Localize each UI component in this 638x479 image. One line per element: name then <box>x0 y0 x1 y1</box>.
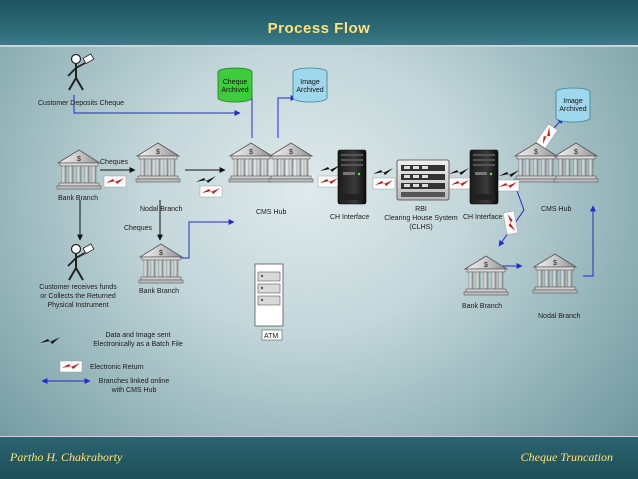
ch-interface-left-server-icon <box>337 149 367 205</box>
footer-bar <box>0 436 638 479</box>
nodal-branch-right-label: Nodal Branch <box>538 313 581 320</box>
nodal-branch-left-label: Nodal Branch <box>140 206 183 213</box>
nodal-branch-right-building-icon <box>532 253 578 294</box>
batch-bolt-icon <box>373 168 393 175</box>
legend-data-image-label: Data and Image sent Electronically as a … <box>93 332 183 348</box>
electronic-return-bolt-icon <box>502 210 519 236</box>
electronic-return-bolt-icon <box>372 177 396 190</box>
link-customer-to-cms-hub <box>73 95 241 116</box>
batch-bolt-icon <box>320 165 340 172</box>
cms-hub-left-label: CMS Hub <box>256 209 287 216</box>
customer-receives-label: Customer receives funds or Collects the … <box>39 284 117 309</box>
ch-interface-right-server-icon <box>469 149 499 205</box>
nodal-branch-left-building-icon <box>135 142 181 183</box>
electronic-return-bolt-icon <box>103 175 127 188</box>
bank-branch-right-label: Bank Branch <box>462 303 503 310</box>
bank-branch-right-building-icon <box>463 255 509 296</box>
legend-electronic-return-label: Electronic Return <box>90 364 144 371</box>
footer-author: Partho H. Chakraborty <box>10 450 123 464</box>
page-title: Process Flow <box>267 20 371 37</box>
link-bank-branch-mid-to-cms-hub <box>181 219 235 259</box>
bank-branch-left-label: Bank Branch <box>58 195 99 202</box>
rbi-clearing-house-label: RBI Clearing House System (CLHS) <box>384 206 458 231</box>
footer-topic: Cheque Truncation <box>520 450 613 464</box>
bank-branch-mid-label: Bank Branch <box>139 288 180 295</box>
legend-electronic-return-bolt-icon <box>59 360 83 373</box>
ch-interface-right-label: CH Interface <box>463 214 503 221</box>
ch-interface-left-label: CH Interface <box>330 214 370 221</box>
legend-branches-linked-label: Branches linked online with CMS Hub <box>98 378 170 394</box>
cms-hub-right-building-icon-1 <box>513 142 559 183</box>
title-bar <box>0 0 638 47</box>
rbi-clearing-house-server-icon <box>396 159 450 201</box>
cms-hub-left-building-icon-1 <box>228 142 274 183</box>
cheques-mid-label: Cheques <box>124 225 153 232</box>
link-cms-hub-to-cheque-archived <box>241 93 253 138</box>
customer-receives-person-icon <box>67 242 95 281</box>
batch-bolt-icon <box>449 168 469 175</box>
cheques-top-label: Cheques <box>100 159 129 166</box>
cms-hub-left-building-icon-2 <box>268 142 314 183</box>
legend-batch-bolt-icon <box>40 337 60 344</box>
customer-deposits-label: Customer Deposits Cheque <box>38 100 124 107</box>
bank-branch-left-building-icon <box>56 149 102 190</box>
cms-hub-right-label: CMS Hub <box>541 206 572 213</box>
link-right-branches-to-cms-hub <box>503 205 596 277</box>
electronic-return-bolt-icon <box>199 185 223 198</box>
batch-bolt-icon <box>196 176 216 183</box>
electronic-return-bolt-icon <box>317 175 341 188</box>
electronic-return-bolt-icon <box>448 177 472 190</box>
atm-label: ATM <box>264 333 279 340</box>
electronic-return-bolt-icon <box>496 179 520 192</box>
atm-icon <box>254 263 284 341</box>
customer-deposits-person-icon <box>67 52 95 91</box>
link-cms-hub-to-image-archived <box>277 95 297 138</box>
bank-branch-mid-building-icon <box>138 243 184 284</box>
cms-hub-right-building-icon-2 <box>553 142 599 183</box>
